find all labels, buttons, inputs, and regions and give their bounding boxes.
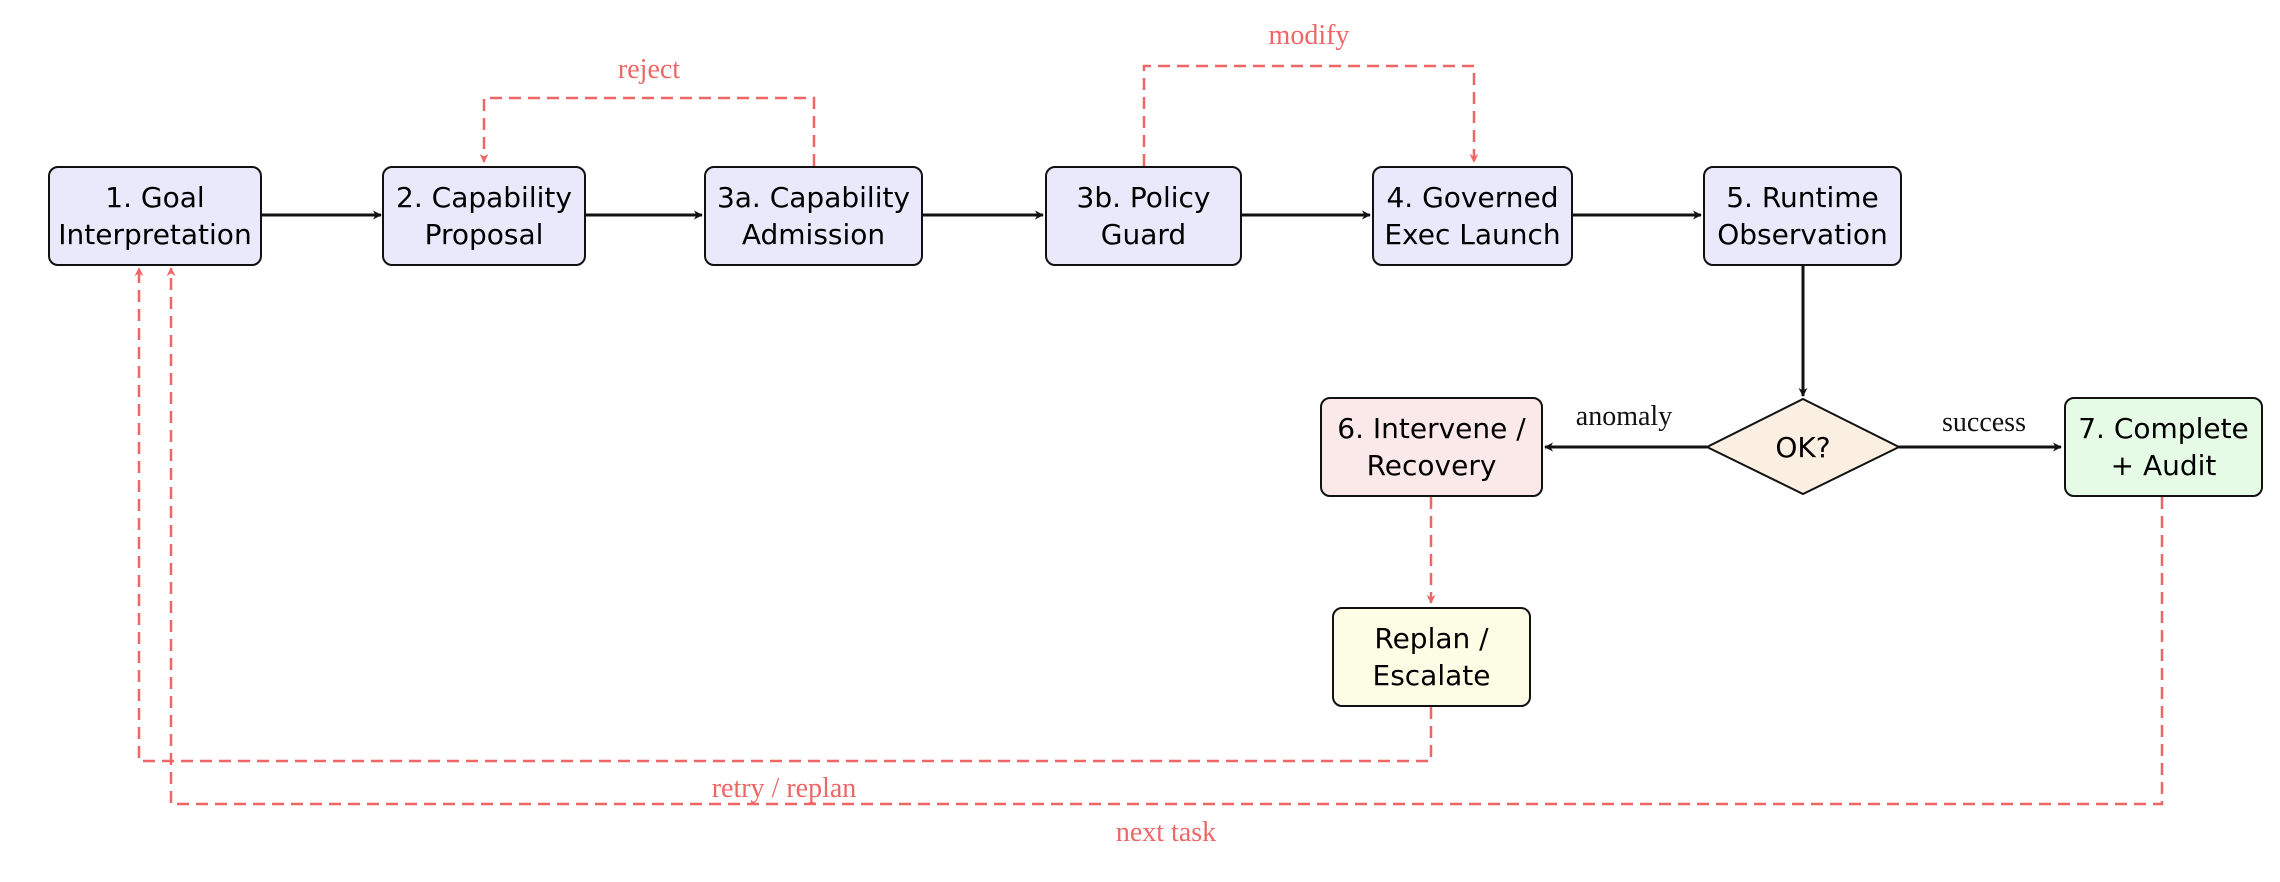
node-complete-audit: 7. Complete + Audit xyxy=(2064,397,2263,497)
node-capability-proposal: 2. Capability Proposal xyxy=(382,166,586,266)
node-complete-audit-label: 7. Complete + Audit xyxy=(2078,412,2249,482)
label-reject: reject xyxy=(618,54,680,85)
node-intervene-recovery-label: 6. Intervene / Recovery xyxy=(1337,412,1526,482)
label-anomaly: anomaly xyxy=(1576,401,1672,432)
node-policy-guard-label: 3b. Policy Guard xyxy=(1076,181,1211,251)
label-retry-replan: retry / replan xyxy=(712,773,857,804)
node-governed-exec-launch-label: 4. Governed Exec Launch xyxy=(1384,181,1561,251)
node-intervene-recovery: 6. Intervene / Recovery xyxy=(1320,397,1543,497)
node-runtime-observation-label: 5. Runtime Observation xyxy=(1717,181,1888,251)
node-governed-exec-launch: 4. Governed Exec Launch xyxy=(1372,166,1573,266)
node-capability-proposal-label: 2. Capability Proposal xyxy=(396,181,572,251)
edge-retry-replan-loop xyxy=(134,267,1433,763)
node-runtime-observation: 5. Runtime Observation xyxy=(1703,166,1902,266)
label-success: success xyxy=(1942,407,2026,438)
edge-reject-loop xyxy=(479,96,816,166)
node-replan-escalate-label: Replan / Escalate xyxy=(1372,622,1491,692)
node-capability-admission: 3a. Capability Admission xyxy=(704,166,923,266)
node-policy-guard: 3b. Policy Guard xyxy=(1045,166,1242,266)
label-next-task: next task xyxy=(1116,817,1216,848)
node-capability-admission-label: 3a. Capability Admission xyxy=(716,181,911,251)
decision-diamond xyxy=(1704,397,1902,496)
node-replan-escalate: Replan / Escalate xyxy=(1332,607,1531,707)
node-goal-interpretation: 1. Goal Interpretation xyxy=(48,166,262,266)
node-goal-interpretation-label: 1. Goal Interpretation xyxy=(58,181,252,251)
edge-modify-loop xyxy=(1142,64,1479,166)
decision-label: OK? xyxy=(1775,431,1830,464)
label-modify: modify xyxy=(1269,20,1350,51)
edge-next-task-loop xyxy=(166,267,2164,806)
